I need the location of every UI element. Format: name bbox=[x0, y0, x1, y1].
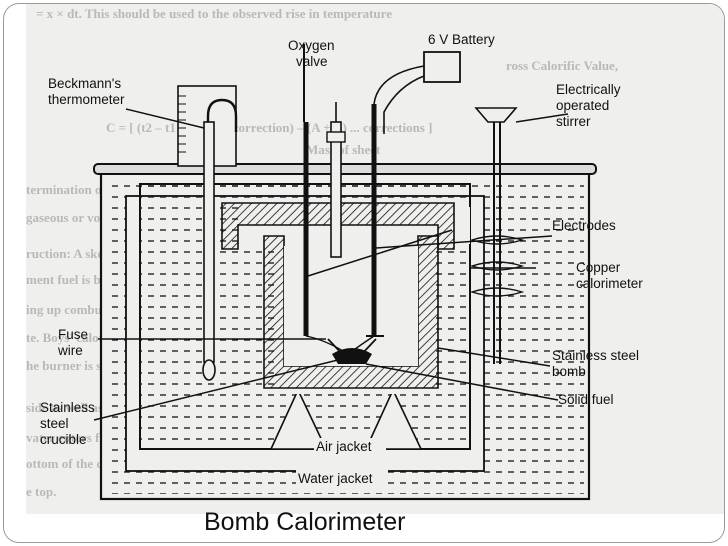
electrodes bbox=[303, 104, 384, 355]
bg-line-1: = x × dt. This should be used to the obs… bbox=[36, 6, 392, 21]
bg-line-15: e top. bbox=[26, 484, 56, 499]
electrodes-pointer-b bbox=[307, 229, 453, 277]
beckmann-thermometer bbox=[177, 85, 238, 381]
label-stirrer-1: Electrically bbox=[556, 82, 621, 97]
pointer-lines bbox=[93, 108, 569, 421]
label-solid-fuel: Solid fuel bbox=[558, 392, 614, 407]
solid-fuel-pointer bbox=[365, 363, 559, 401]
label-stirrer-2: operated bbox=[556, 98, 609, 113]
label-thermometer-2: thermometer bbox=[48, 92, 125, 107]
solid-fuel bbox=[332, 348, 372, 364]
crucible-pointer bbox=[93, 357, 347, 421]
bg-line-4: Mass of sheet bbox=[306, 142, 381, 157]
bomb-calorimeter-diagram: = x × dt. This should be used to the obs… bbox=[26, 6, 643, 501]
stirrer-pointer bbox=[515, 113, 569, 123]
diagram-figure: = x × dt. This should be used to the obs… bbox=[26, 4, 724, 514]
label-stirrer-3: stirrer bbox=[556, 114, 591, 129]
bg-line-2: ross Calorific Value, bbox=[506, 58, 618, 73]
battery bbox=[373, 51, 461, 134]
label-thermometer-1: Beckmann's bbox=[48, 76, 121, 91]
thermometer-pointer bbox=[125, 108, 205, 129]
label-battery: 6 V Battery bbox=[428, 32, 495, 47]
label-copper-1: Copper bbox=[576, 260, 621, 275]
label-crucible-1: Stainless bbox=[40, 400, 95, 415]
label-crucible-3: crucible bbox=[40, 432, 87, 447]
label-bomb-1: Stainless steel bbox=[552, 348, 639, 363]
label-air-jacket: Air jacket bbox=[316, 439, 372, 454]
figure-caption: Bomb Calorimeter bbox=[204, 508, 406, 536]
label-bomb-2: bomb bbox=[552, 364, 586, 379]
label-crucible-2: steel bbox=[40, 416, 69, 431]
label-copper-2: calorimeter bbox=[576, 276, 643, 291]
label-electrodes: Electrodes bbox=[552, 218, 616, 233]
labels: Oxygen valve 6 V Battery Beckmann's ther… bbox=[40, 32, 643, 486]
slide: = x × dt. This should be used to the obs… bbox=[3, 3, 725, 543]
label-water-jacket: Water jacket bbox=[298, 471, 373, 486]
label-oxygen-valve-2: valve bbox=[296, 54, 328, 69]
electrodes-pointer-a bbox=[375, 235, 553, 249]
label-fuse-1: Fuse bbox=[58, 327, 88, 342]
bomb-pointer bbox=[437, 347, 551, 367]
label-oxygen-valve-1: Oxygen bbox=[288, 38, 335, 53]
label-fuse-2: wire bbox=[57, 343, 83, 358]
oxygen-valve bbox=[303, 44, 346, 258]
calorimeter-supports bbox=[269, 388, 423, 450]
